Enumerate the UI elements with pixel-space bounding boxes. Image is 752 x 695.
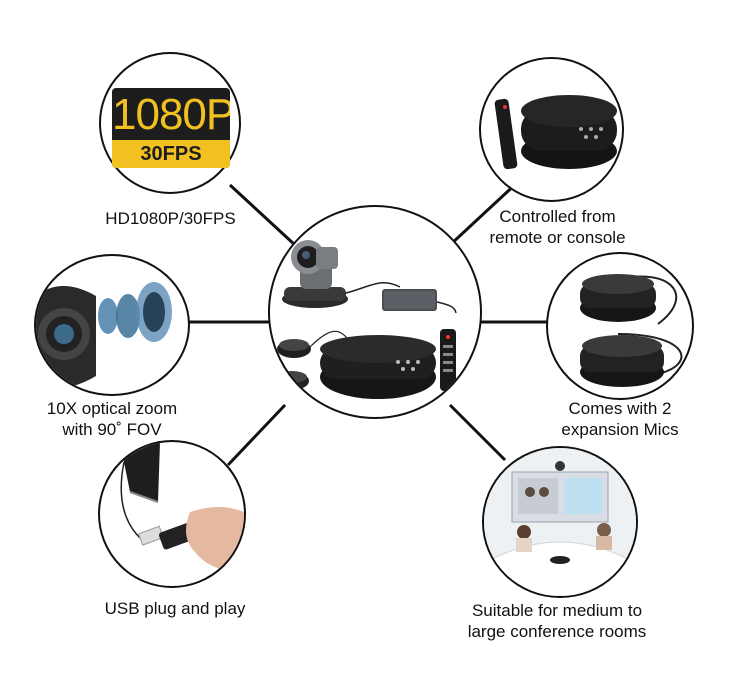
room-caption-line2: large conference rooms	[467, 622, 647, 641]
badge-fps-text: 30FPS	[112, 140, 230, 168]
lens-illustration	[36, 282, 172, 389]
center-product-circle	[268, 205, 482, 419]
room-caption-line1: Suitable for medium to	[471, 601, 643, 620]
hand-icon	[186, 507, 244, 572]
remote-console-illustration	[494, 95, 617, 170]
expansion-mics-illustration	[580, 274, 683, 387]
remote-caption-line2: remote or console	[489, 228, 626, 247]
connector-bottom-right	[448, 403, 507, 462]
remote-caption-line1: Controlled from	[499, 207, 616, 226]
mics-circle	[546, 252, 694, 400]
conference-kit-illustration	[275, 240, 457, 399]
lens-element-icon	[98, 298, 118, 334]
speakerphone-icon	[320, 335, 436, 399]
laptop-corner-icon	[120, 442, 160, 502]
remote-control-icon	[440, 329, 456, 391]
resolution-caption: HD1080P/30FPS	[105, 209, 236, 228]
expansion-mic-icon	[580, 274, 656, 322]
remote-control-icon	[494, 98, 518, 170]
usb-circle	[98, 440, 246, 588]
zoom-caption: 10X optical zoom with 90˚ FOV	[22, 398, 202, 440]
connector-top-left	[228, 183, 297, 247]
expansion-mic-icon	[580, 335, 664, 387]
speakerphone-icon	[521, 95, 617, 169]
zoom-circle	[34, 254, 190, 396]
resolution-badge: 1080P 30FPS	[112, 88, 230, 168]
usb-plug-illustration	[120, 442, 244, 572]
hub-box-icon	[382, 289, 437, 311]
ptz-camera-icon	[282, 240, 348, 308]
usb-caption: USB plug and play	[104, 599, 246, 618]
connector-bottom-left	[226, 403, 287, 467]
lens-element-icon	[116, 294, 140, 338]
camera-cable	[345, 282, 401, 294]
conference-room-illustration	[484, 448, 636, 596]
zoom-caption-line1: 10X optical zoom	[46, 399, 178, 418]
room-caption: Suitable for medium to large conference …	[442, 600, 672, 642]
remote-caption: Controlled from remote or console	[470, 206, 645, 248]
zoom-caption-line2: with 90˚ FOV	[62, 420, 162, 439]
mics-caption-line1: Comes with 2	[568, 399, 672, 418]
remote-circle	[479, 57, 624, 202]
mics-caption-line2: expansion Mics	[561, 420, 679, 439]
room-circle	[482, 446, 638, 598]
badge-resolution-text: 1080P	[112, 90, 230, 139]
connector-top-right	[448, 178, 522, 247]
mics-caption: Comes with 2 expansion Mics	[535, 398, 705, 440]
expansion-mic-icon	[277, 339, 311, 358]
